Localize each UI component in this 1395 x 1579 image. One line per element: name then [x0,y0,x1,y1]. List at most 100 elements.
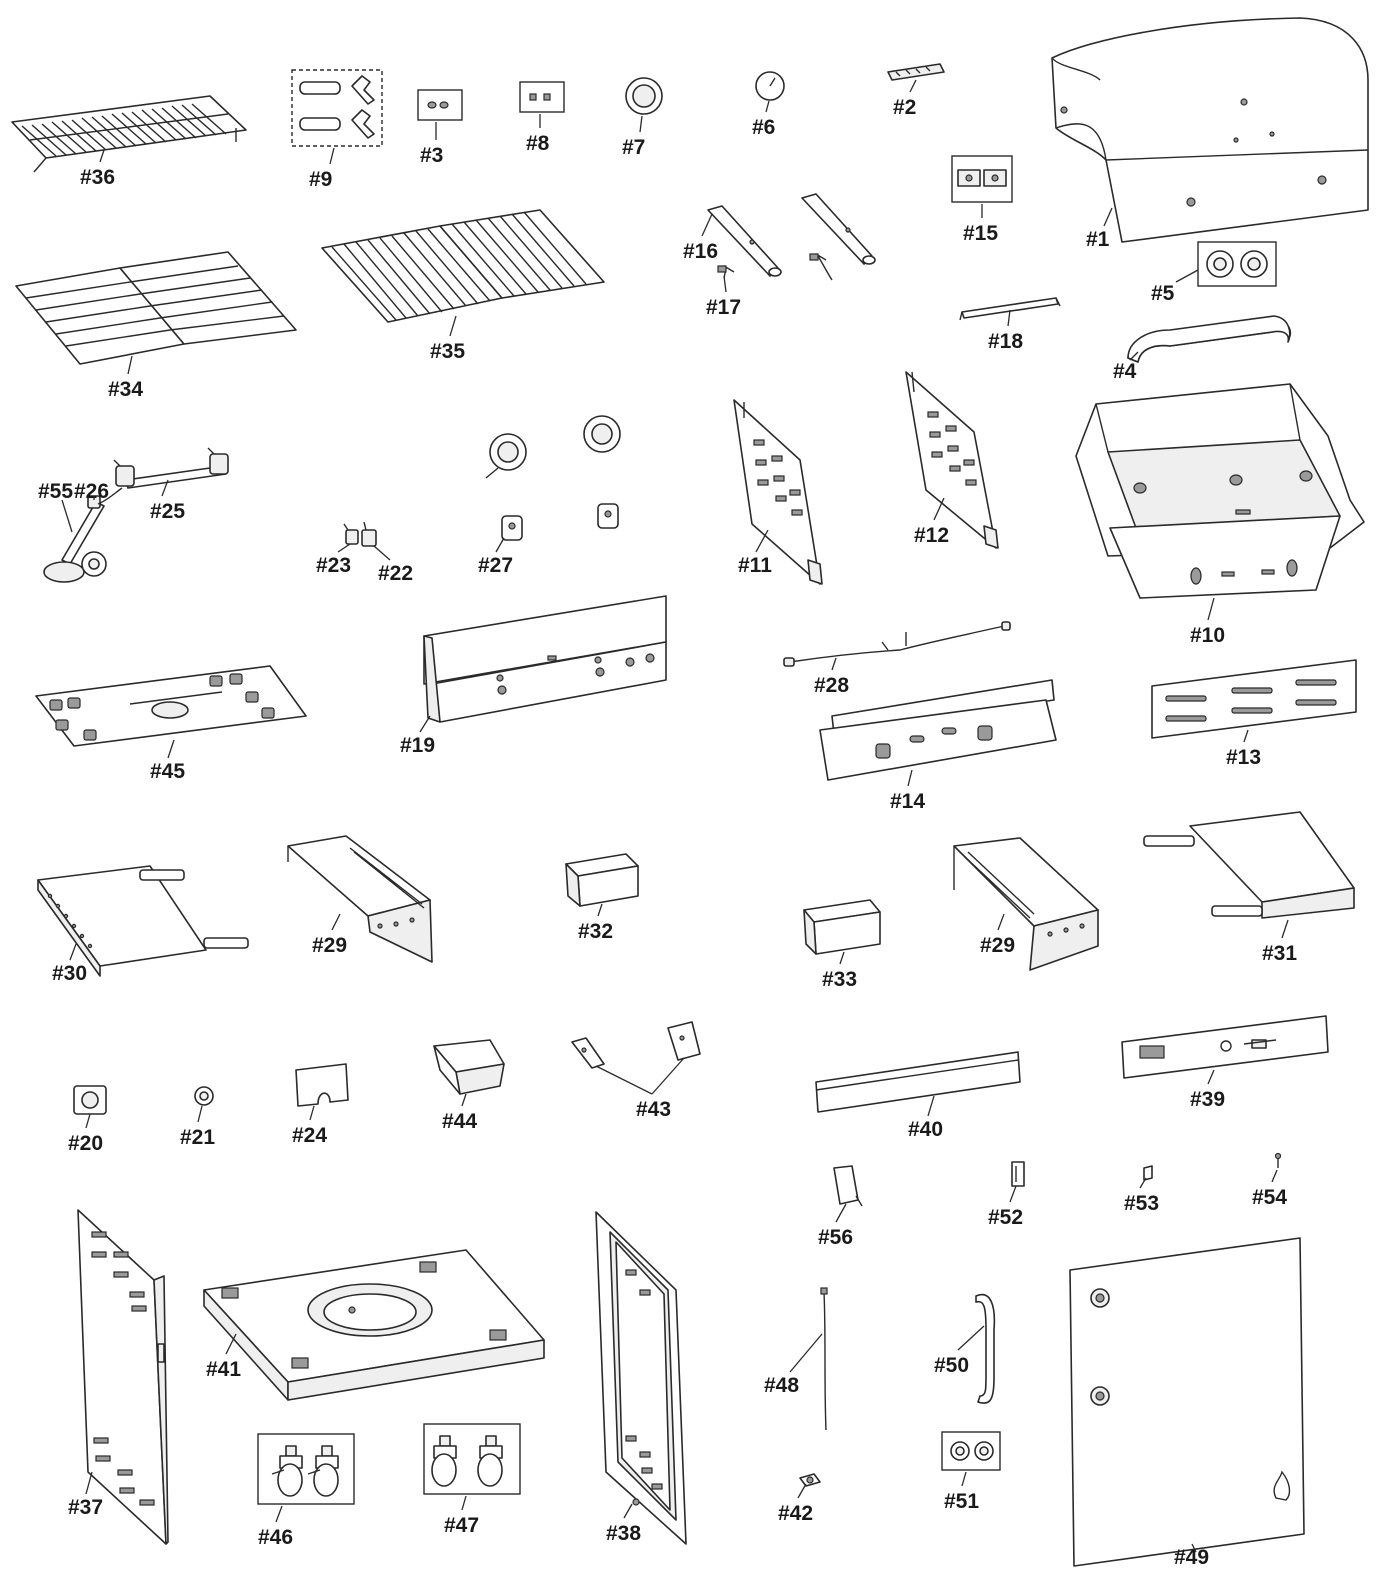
label-9: #9 [309,168,332,191]
part-3-bumpers [417,89,463,121]
part-10-firebox [1075,383,1365,599]
label-41: #41 [206,1358,241,1381]
part-43-door-brackets [571,1021,701,1069]
part-39-front-rail [1121,1015,1329,1079]
part-52-magnet [1011,1161,1025,1187]
label-29-right: #29 [980,934,1015,957]
label-24: #24 [292,1124,327,1147]
label-5: #5 [1151,282,1175,305]
part-14-heat-deflector [819,679,1057,781]
label-15: #15 [963,222,998,245]
part-24-grease-cup-holder [295,1063,349,1107]
label-14: #14 [890,790,925,813]
part-32-bracket-cover [565,853,639,907]
label-46: #46 [258,1526,293,1549]
label-29-left: #29 [312,934,347,957]
part-55-side-burner [43,501,107,583]
part-6-thermometer [755,71,785,101]
part-35-cooking-grates [321,209,605,323]
part-16-burner-tubes [707,193,876,277]
label-38: #38 [606,1522,641,1545]
label-34: #34 [108,378,143,401]
part-9-hinge-kit [291,69,383,147]
label-39: #39 [1190,1088,1225,1111]
part-56-control-module [833,1165,863,1207]
part-31-side-shelf [1143,811,1355,919]
part-4-lid-handle [1127,315,1292,363]
part-44-grease-tray [433,1039,505,1095]
label-22: #22 [378,562,413,585]
part-12-firebox-side-panel [905,371,999,549]
label-25: #25 [150,500,185,523]
label-7: #7 [622,136,645,159]
label-47: #47 [444,1514,479,1537]
label-13: #13 [1226,746,1261,769]
label-50: #50 [934,1354,969,1377]
label-44: #44 [442,1110,477,1133]
part-knob-right [583,415,621,453]
label-51: #51 [944,1490,979,1513]
label-1: #1 [1086,228,1110,251]
part-41-bottom-shelf [203,1249,545,1401]
label-11: #11 [738,554,772,577]
part-53-clip [1143,1165,1153,1181]
part-knob-left [485,433,527,479]
label-3: #3 [420,144,443,167]
label-21: #21 [180,1126,215,1149]
part-21-knob-insert [194,1086,214,1106]
label-4: #4 [1113,360,1137,383]
part-23-ignitor [343,523,359,545]
part-13-rear-panel [1151,659,1357,739]
part-38-cart-side-panel [595,1211,687,1545]
label-52: #52 [988,1206,1023,1229]
part-1-lid [1051,17,1369,243]
part-51-handle-bezels [941,1431,1001,1471]
label-53: #53 [1124,1192,1159,1215]
label-48: #48 [764,1374,799,1397]
part-22-ignitor-module [361,521,377,547]
label-10: #10 [1190,624,1225,647]
label-31: #31 [1262,942,1297,965]
part-49-cart-door [1069,1237,1305,1567]
label-20: #20 [68,1132,103,1155]
label-18: #18 [988,330,1023,353]
label-54: #54 [1252,1186,1287,1209]
label-28: #28 [814,674,849,697]
label-27: #27 [478,554,513,577]
part-18-bracket [959,297,1061,321]
part-28-wire-harness [783,621,1011,667]
part-46-locking-casters [257,1433,355,1505]
part-42-grease-cup-clip [799,1473,821,1487]
label-26: #26 [74,480,109,503]
part-7-bezel [625,77,663,115]
label-40: #40 [908,1118,943,1141]
part-30-side-shelf [37,865,249,977]
part-40-frame-rail [815,1051,1021,1113]
part-29-shelf-bracket-right [953,837,1099,971]
label-56: #56 [818,1226,853,1249]
label-33: #33 [822,968,857,991]
part-25-crossover-tube [113,447,229,489]
part-37-cart-side-panel [77,1209,169,1545]
label-19: #19 [400,734,435,757]
part-34-cooking-grates [15,251,297,365]
label-2: #2 [893,96,916,119]
label-55: #55 [38,480,73,503]
label-35: #35 [430,340,465,363]
label-43: #43 [636,1098,671,1121]
part-36-warming-rack [11,95,247,173]
label-16: #16 [683,240,718,263]
part-50-door-handle [975,1293,996,1404]
label-42: #42 [778,1502,813,1525]
part-54-screw [1274,1152,1282,1168]
part-45-heat-tray [35,665,307,747]
part-2-logo-badge [887,63,945,81]
label-6: #6 [752,116,775,139]
label-30: #30 [52,962,87,985]
part-47-casters [423,1423,521,1495]
part-5-end-caps [1197,241,1277,287]
label-17: #17 [706,296,741,319]
label-12: #12 [914,524,949,547]
part-27-valve-bracket [501,503,619,541]
